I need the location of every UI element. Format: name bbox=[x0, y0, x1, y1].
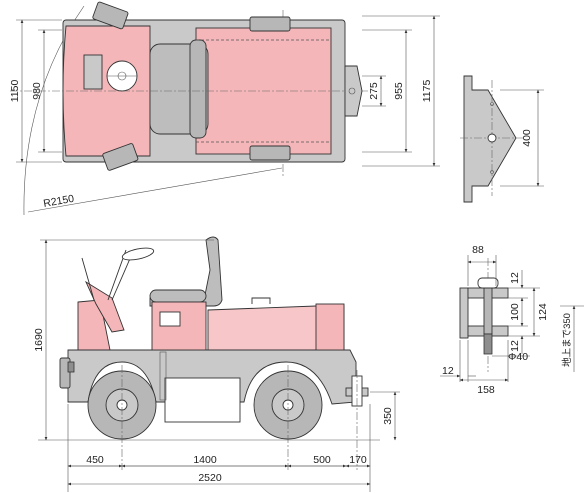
side-view: 1690 350 450 1400 500 170 2520 bbox=[33, 236, 400, 492]
rear-wheel-right bbox=[249, 145, 291, 161]
dim-hitch-left: 12 bbox=[442, 365, 454, 377]
dim-hitch-bottom: 158 bbox=[477, 384, 495, 396]
dim-rear-to-coupler: 500 bbox=[313, 454, 331, 466]
dim-hitch-inner: 100 bbox=[509, 303, 521, 321]
dim-hitch-width-top: 88 bbox=[472, 244, 484, 256]
hitch-detail: 88 12 100 124 12 Φ40 地上まで350 12 158 bbox=[440, 244, 584, 396]
rear-wheel-left bbox=[249, 16, 291, 32]
top-view: 1150 980 955 1175 275 R2150 bbox=[9, 1, 440, 216]
dim-hitch-gap-bottom: 12 bbox=[509, 340, 521, 352]
dim-pin-diameter: Φ40 bbox=[508, 351, 528, 363]
dim-front-overhang: 450 bbox=[86, 454, 104, 466]
plate-view: 400 bbox=[460, 75, 544, 203]
front-wheel-right bbox=[102, 143, 139, 171]
dim-overall-width: 1150 bbox=[9, 80, 21, 103]
dim-height: 1690 bbox=[33, 328, 45, 352]
dim-coupler-ground: 350 bbox=[382, 407, 394, 425]
chassis-side bbox=[67, 349, 357, 405]
dim-coupler: 170 bbox=[349, 454, 367, 466]
dim-turning-radius: R2150 bbox=[42, 193, 75, 210]
dim-ground-label: 地上まで350 bbox=[561, 313, 573, 367]
dim-wheelbase: 1400 bbox=[193, 454, 217, 466]
front-wheel-left bbox=[92, 1, 129, 30]
dim-hitch-gap-top: 12 bbox=[509, 272, 521, 284]
hitch-pin bbox=[483, 285, 493, 335]
coupler-top bbox=[344, 65, 363, 117]
hitch-plate bbox=[459, 287, 469, 339]
dim-body-width: 1175 bbox=[421, 80, 433, 103]
dim-track-front: 980 bbox=[31, 82, 43, 100]
dim-overall-length: 2520 bbox=[198, 472, 222, 484]
dim-track-rear: 955 bbox=[393, 82, 405, 100]
steering-wheel-side bbox=[121, 247, 155, 261]
dim-hitch-total: 124 bbox=[537, 303, 549, 321]
dim-coupler-height: 275 bbox=[368, 82, 380, 100]
dim-plate-height: 400 bbox=[521, 129, 533, 147]
